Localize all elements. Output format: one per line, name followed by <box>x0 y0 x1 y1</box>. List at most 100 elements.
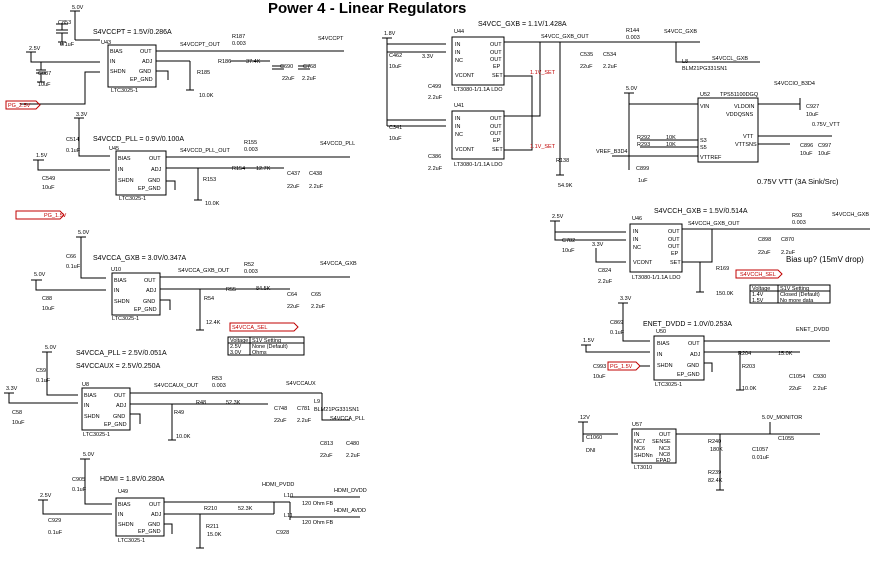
resistor-ref: R240 <box>708 439 721 445</box>
table-cell: Closed (Default) <box>780 292 820 298</box>
resistor-value: 54.9K <box>558 183 573 189</box>
resistor-ref: R185 <box>197 70 210 76</box>
pin-shdn: SHDN <box>657 363 673 369</box>
pin-label: VIN <box>700 104 709 110</box>
cap-ref: C386 <box>428 154 441 160</box>
cap-ref: C690 <box>280 64 293 70</box>
resistor-value: 12.7K <box>256 166 271 172</box>
block-header: ENET_DVDD = 1.0V/0.253A <box>643 321 732 328</box>
pin-gnd: GND <box>139 69 151 75</box>
part-number: LTC3025-1 <box>112 316 139 322</box>
pin-label: VLDOIN <box>734 104 755 110</box>
selector-label: S4VCCA_SEL <box>232 325 267 331</box>
pin-label: NC8 <box>659 452 670 458</box>
cap-value: 2.2uF <box>297 418 312 424</box>
resistor-value: 180K <box>710 447 723 453</box>
pin-label: OUT <box>490 57 502 63</box>
vin-label: 2.5V <box>40 493 52 499</box>
rail-label: 3.3V <box>620 296 632 302</box>
chip-ref: U44 <box>454 29 464 35</box>
cap-value: 10uF <box>42 306 55 312</box>
regulator-u44 <box>451 36 505 86</box>
resistor-ref: R239 <box>708 470 721 476</box>
pin-adj: ADJ <box>151 167 162 173</box>
pin-label: OUT <box>659 432 671 438</box>
regulator-u45 <box>115 150 167 196</box>
block-header: S4VCCPT = 1.5V/0.286A <box>93 29 172 36</box>
vtt-note: 0.75V VTT (3A Sink/Src) <box>757 177 839 186</box>
regulator-u49 <box>115 497 165 537</box>
pin-label: IN <box>455 50 461 56</box>
block-header: S4VCCA_GXB = 3.0V/0.347A <box>93 255 187 262</box>
cap-value: 10uF <box>593 374 606 380</box>
cap-ref: C824 <box>598 268 611 274</box>
net-label: S4VCC_GXB_OUT <box>541 34 589 40</box>
chip-ref: U57 <box>632 422 642 428</box>
table-cell: Voltage <box>230 338 248 344</box>
pin-out: OUT <box>149 502 161 508</box>
pin-adj: ADJ <box>151 512 162 518</box>
pin-gnd: GND <box>113 414 125 420</box>
net-label: VREF_B3D4 <box>596 149 628 155</box>
power-good-label: PG_1.5V <box>44 213 67 219</box>
block-s4vccd: 3.3V C514 0.1uF S4VCCD_PLL = 0.9V/0.100A… <box>15 112 355 220</box>
part-number: LT3080-1/1.1A LDO <box>454 162 503 168</box>
pin-label: OUT <box>490 131 502 137</box>
cap-value: 22uF <box>282 76 295 82</box>
pin-bias: BIAS <box>110 49 123 55</box>
bead-ref: L11 <box>284 513 293 519</box>
table-cell: S1V Setting <box>780 286 809 292</box>
resistor-value: 0.003 <box>232 41 246 47</box>
net-label: S4VCCA_GXB_OUT <box>178 268 230 274</box>
pin-label: VCONT <box>455 73 475 79</box>
cap-value: 22uF <box>320 453 333 459</box>
pin-label: IN <box>634 432 640 438</box>
resistor-value: 52.3K <box>238 506 253 512</box>
resistor-value: 52.3K <box>226 400 241 406</box>
chip-ref: U45 <box>109 146 119 152</box>
pin-adj: ADJ <box>142 59 153 65</box>
block-s4vcc: S4VCC_GXB = 1.1V/1.428A 1.8V C462 10uF C… <box>382 21 760 189</box>
pin-label: S3 <box>700 138 707 144</box>
net-label: 0.75V_VTT <box>812 122 840 128</box>
pin-gnd: GND <box>687 363 699 369</box>
vin-label: 5.0V <box>34 272 46 278</box>
cap-ref: C898 <box>758 237 771 243</box>
resistor-ref: R211 <box>206 524 219 530</box>
resistor-ref: R138 <box>556 158 569 164</box>
cap-value: 0.1uF <box>48 530 63 536</box>
pin-shdn: SHDN <box>118 178 134 184</box>
pin-label: OUT <box>668 237 680 243</box>
cap-value: 10uF <box>389 64 402 70</box>
block-header: S4VCCH_GXB = 1.5V/0.514A <box>654 208 748 215</box>
resistor-ref: R153 <box>203 177 216 183</box>
pin-label: NC <box>455 58 463 64</box>
cap-value: 10uF <box>38 82 51 88</box>
pin-label: NC <box>633 245 641 251</box>
cap-value: 0.01uF <box>752 455 770 461</box>
power-good-label: PG_2.5V <box>8 103 31 109</box>
pin-gnd: GND <box>148 178 160 184</box>
rail-label: 5.0V <box>78 230 90 236</box>
net-label: S4VCCAUX <box>286 381 316 387</box>
pin-label: VDDQSNS <box>726 112 754 118</box>
pin-adj: ADJ <box>146 288 157 294</box>
cap-value: 1uF <box>638 178 648 184</box>
resistor-value: 0.003 <box>626 35 640 41</box>
cap-value: 22uF <box>287 304 300 310</box>
cap-value: 2.2uF <box>598 279 613 285</box>
vin-label: 1.5V <box>583 338 595 344</box>
cap-value: 10uF <box>800 151 813 157</box>
table-cell: 1.5V <box>752 298 764 304</box>
table-cell: 3.0V <box>230 350 242 356</box>
resistor-ref: R293 <box>637 142 650 148</box>
pin-label: EPAD <box>656 458 671 464</box>
chip-ref: U46 <box>632 216 642 222</box>
pin-label: SET <box>670 260 681 266</box>
pin-label: OUT <box>490 116 502 122</box>
vin-label: 1.5V <box>36 153 48 159</box>
table-cell: 2.5V <box>230 344 242 350</box>
pin-shdn: SHDN <box>118 522 134 528</box>
pin-ep-gnd: EP_GND <box>130 77 153 83</box>
